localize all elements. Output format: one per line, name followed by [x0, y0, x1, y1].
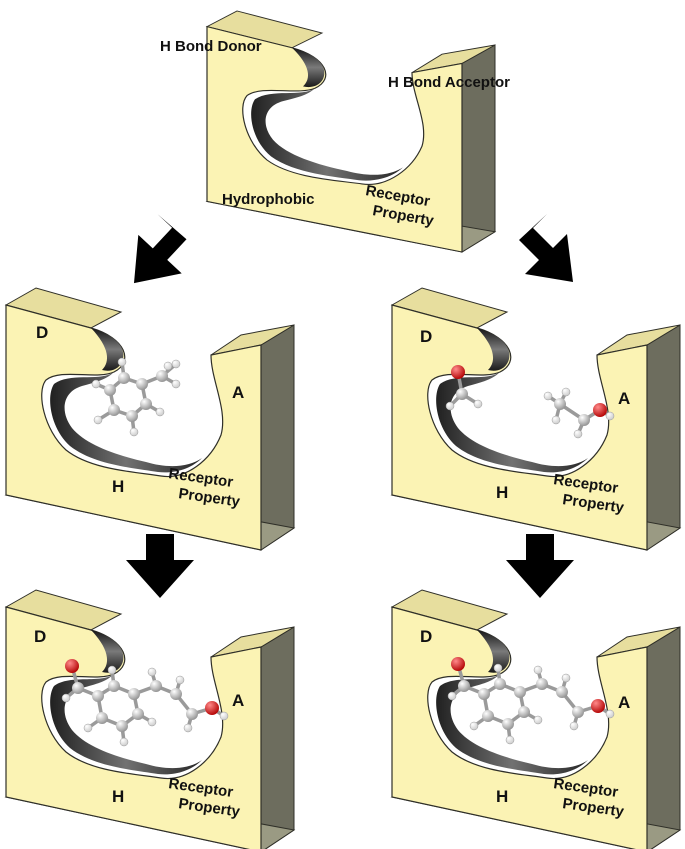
bottom-right-ligand-linked: [447, 657, 615, 745]
top-label-h-bond-acceptor: H Bond Acceptor: [388, 74, 510, 91]
middle-right-label-d: D: [420, 327, 432, 346]
top-label-hydrophobic: Hydrophobic: [222, 191, 315, 208]
bottom-left-label-a: A: [232, 691, 244, 710]
bottom-right-label-h: H: [496, 787, 508, 806]
arrow-down-left-column: [126, 534, 194, 598]
middle-right-ligand-aldehyde: [445, 365, 483, 411]
middle-left-receptor-block: [5, 287, 295, 551]
bottom-right-label-d: D: [420, 627, 432, 646]
arrow-down-right-column: [506, 534, 574, 598]
bottom-left-ligand-linked: [61, 659, 229, 747]
middle-left-label-h: H: [112, 477, 124, 496]
middle-right-receptor-block: [391, 287, 681, 551]
middle-left-ligand-toluene: [91, 357, 181, 437]
middle-left-label-a: A: [232, 383, 244, 402]
arrow-down-left: [131, 213, 188, 284]
top-label-h-bond-donor: H Bond Donor: [160, 38, 262, 55]
bottom-right-label-a: A: [618, 693, 630, 712]
arrow-down-right: [519, 214, 573, 282]
middle-right-label-a: A: [618, 389, 630, 408]
middle-right-label-h: H: [496, 483, 508, 502]
middle-left-label-d: D: [36, 323, 48, 342]
bottom-left-label-d: D: [34, 627, 46, 646]
bottom-left-label-h: H: [112, 787, 124, 806]
middle-right-ligand-ethanol: [543, 387, 615, 439]
